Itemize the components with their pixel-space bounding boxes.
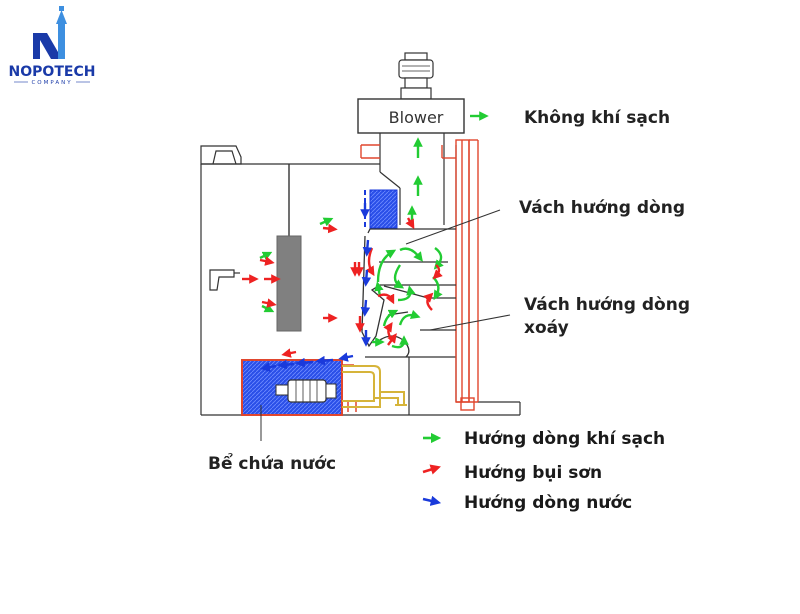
booth-structure — [200, 133, 521, 416]
workpiece — [276, 164, 302, 332]
legend-item-water: Hướng dòng nước — [422, 493, 632, 513]
blower-unit: Blower — [357, 52, 465, 134]
legend-item-paint: Hướng bụi sơn — [422, 463, 602, 483]
blower-housing — [357, 98, 465, 134]
callout-lines — [260, 209, 511, 441]
water-tank-label: Bể chứa nước — [208, 452, 336, 474]
water-tank — [241, 359, 357, 416]
company-logo: NOPOTECH COMPANY — [9, 6, 96, 86]
blue-arrow-icon — [422, 495, 442, 506]
paint-dust-arrows — [242, 217, 443, 358]
legend-item-air: Hướng dòng khí sạch — [423, 429, 665, 449]
logo-mark-icon — [33, 6, 67, 59]
vortex-baffle-label-line1: Vách hướng dòng — [524, 295, 690, 315]
duct-flanges — [360, 144, 456, 159]
clean-air-label: Không khí sạch — [524, 108, 670, 128]
water-pipe — [342, 365, 407, 408]
legend-label-paint: Hướng bụi sơn — [464, 463, 602, 483]
water-curtain — [364, 189, 398, 230]
baffle-label: Vách hướng dòng — [519, 198, 685, 218]
steel-frame — [455, 139, 479, 411]
blower-label: Blower — [389, 108, 444, 127]
legend-label-water: Hướng dòng nước — [464, 493, 632, 513]
logo-name: NOPOTECH — [9, 64, 96, 80]
legend: Hướng dòng khí sạch Hướng bụi sơn Hướng … — [422, 429, 665, 513]
red-arrow-icon — [422, 464, 441, 475]
logo-subtitle: COMPANY — [31, 80, 72, 86]
legend-label-air: Hướng dòng khí sạch — [464, 429, 665, 449]
vortex-baffle-label-line2: xoáy — [524, 318, 569, 338]
water-flow-arrows — [260, 203, 373, 372]
spray-gun-icon — [209, 269, 240, 291]
